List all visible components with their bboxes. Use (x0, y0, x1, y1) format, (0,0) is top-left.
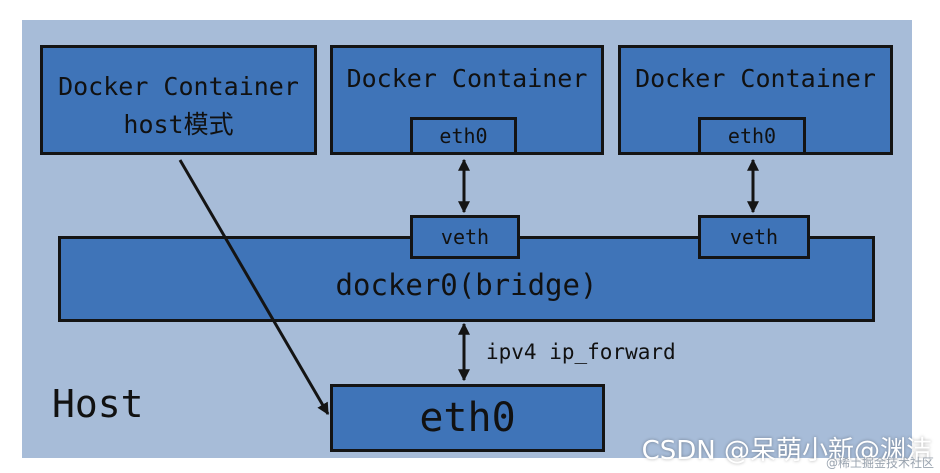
veth-1: veth (410, 215, 520, 259)
container-mode-label: host模式 (123, 110, 234, 139)
container-2-eth0: eth0 (410, 117, 517, 155)
host-eth0-label: eth0 (419, 395, 516, 441)
host-eth0: eth0 (330, 384, 605, 452)
csdn-watermark: CSDN @呆萌小新@渊洁 (641, 436, 932, 466)
eth0-label: eth0 (439, 124, 488, 148)
docker-container-2: Docker Container (330, 45, 604, 155)
veth-2: veth (698, 215, 810, 259)
docker-container-3: Docker Container (618, 45, 893, 155)
ipv4-forward-label: ipv4 ip_forward (486, 340, 676, 364)
docker-container-host-mode: Docker Container host模式 (40, 45, 317, 155)
arrow-host-mode-to-eth0 (178, 159, 330, 416)
juejin-watermark: @稀土掘金技术社区 (825, 456, 934, 470)
veth-label: veth (729, 225, 779, 249)
container-title: Docker Container (635, 64, 876, 93)
host-label: Host (52, 382, 144, 426)
veth-label: veth (440, 225, 490, 249)
container-3-eth0: eth0 (698, 117, 806, 155)
bridge-label: docker0(bridge) (335, 268, 598, 302)
container-title: Docker Container (58, 72, 299, 101)
eth0-label: eth0 (727, 124, 777, 148)
container-title: Docker Container (346, 64, 588, 93)
